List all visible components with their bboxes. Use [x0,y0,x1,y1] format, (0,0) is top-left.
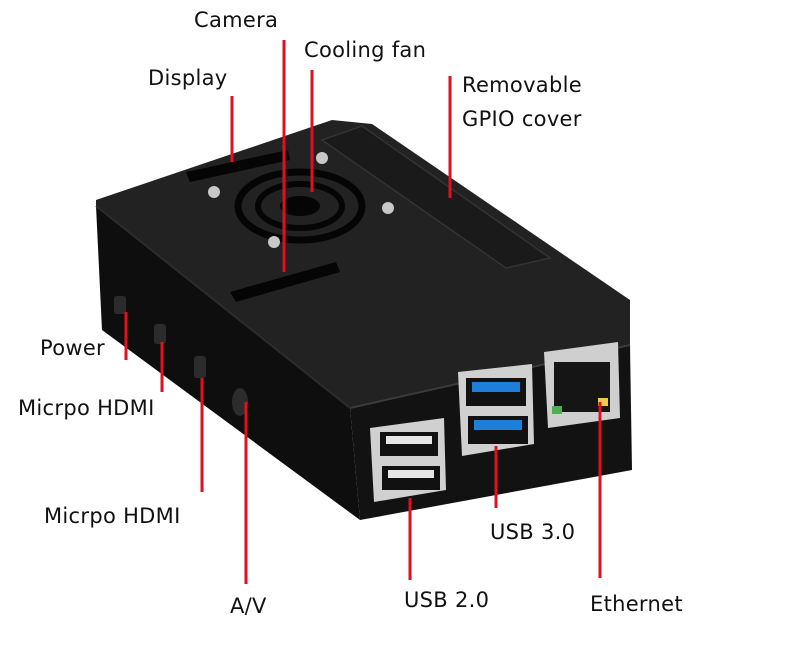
label-display: Display [148,66,228,90]
display-slot [186,150,290,182]
label-usb-30: USB 3.0 [490,520,576,544]
micro-hdmi-port [194,356,206,378]
label-camera: Camera [194,8,279,32]
leader-lines [124,40,602,584]
gpio-cover [320,125,552,269]
label-removable-gpio-cover: Removable GPIO cover [462,73,582,131]
screw [382,202,394,214]
usb-2-port-stack [370,418,446,502]
case-left-face [96,206,360,520]
screw [268,236,280,248]
av-port [232,388,248,416]
label-ethernet: Ethernet [590,592,683,616]
usb-3-port-stack [458,364,534,456]
label-cooling-fan: Cooling fan [304,38,427,62]
screw [316,152,328,164]
case-edge [95,205,351,409]
camera-slot [230,262,340,302]
screw [208,186,220,198]
ethernet-port [544,342,620,428]
label-micro-hdmi-1: Micrpo HDMI [18,396,155,420]
micro-hdmi-port [154,324,166,344]
label-micro-hdmi-2: Micrpo HDMI [44,504,181,528]
label-usb-20: USB 2.0 [404,588,490,612]
power-port [114,296,126,314]
label-power: Power [40,336,105,360]
case-top-face [96,120,630,408]
label-av: A/V [230,594,267,618]
cooling-fan-grill [234,168,366,244]
